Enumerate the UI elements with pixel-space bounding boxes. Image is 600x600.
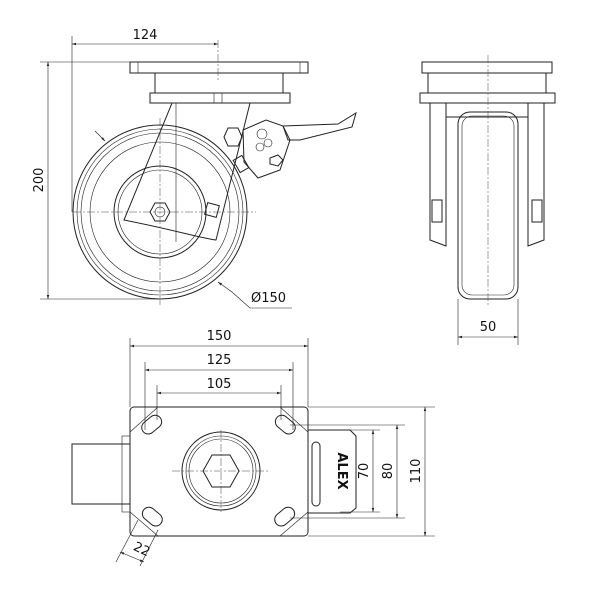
dim-height-label: 200 <box>32 168 47 193</box>
fork <box>123 102 251 241</box>
brake-pad: ALEX <box>308 429 357 514</box>
top-plate <box>129 61 309 104</box>
mounting-plate <box>129 406 309 537</box>
dim-hole-spacing-width-outer-label: 80 <box>381 463 396 480</box>
dim-hole-spacing-outer-label: 125 <box>207 353 232 368</box>
dim-hole-spacing-inner-label: 105 <box>207 377 232 392</box>
dim-plate-length-label: 150 <box>207 329 232 344</box>
dim-plate-width-label: 110 <box>409 459 424 484</box>
brake-lever <box>223 111 357 179</box>
dim-hole-spacing-width-inner-label: 70 <box>357 463 372 480</box>
dim-wheel-diameter-label: Ø150 <box>251 291 286 306</box>
axle-nut <box>149 202 171 222</box>
brand-label: ALEX <box>334 452 349 489</box>
front-view: 50 <box>419 55 556 345</box>
side-view: 124 200 Ø150 <box>32 28 357 309</box>
mounting-slots <box>141 414 296 527</box>
dim-slot-label: 22 <box>131 540 152 561</box>
dim-wheel-width-label: 50 <box>480 320 497 335</box>
dim-width-label: 124 <box>133 28 158 43</box>
bottom-view: ALEX 150 125 105 70 80 110 22 <box>71 329 435 567</box>
